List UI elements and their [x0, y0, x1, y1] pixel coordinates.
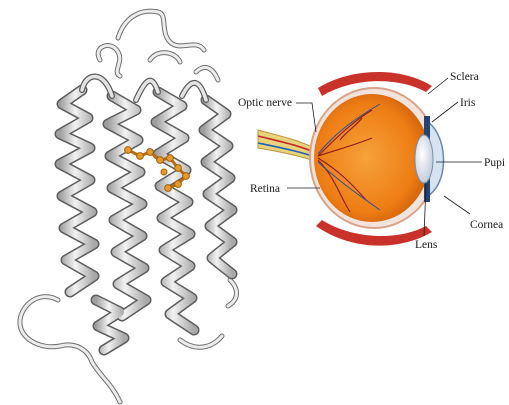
- cornea-leader: [444, 196, 470, 214]
- retina-label: Retina: [250, 183, 280, 195]
- optic-nerve-shape: [258, 130, 318, 162]
- optic-nerve-label: Optic nerve: [238, 97, 292, 109]
- eyeball-vitreous: [314, 94, 430, 222]
- iris-label: Iris: [460, 97, 476, 109]
- iris-leader: [432, 102, 458, 122]
- sclera-label: Sclera: [450, 71, 479, 83]
- optic-nerve-leader: [296, 103, 316, 132]
- cornea-label: Cornea: [470, 219, 503, 231]
- lens-shape: [415, 135, 433, 183]
- lens-label: Lens: [415, 239, 438, 251]
- eye-anatomy-diagram: Optic nerve Retina Sclera Iris Pupi Corn…: [238, 71, 505, 251]
- pupil-label: Pupi: [484, 157, 505, 169]
- protein-structure-illustration: [20, 11, 237, 402]
